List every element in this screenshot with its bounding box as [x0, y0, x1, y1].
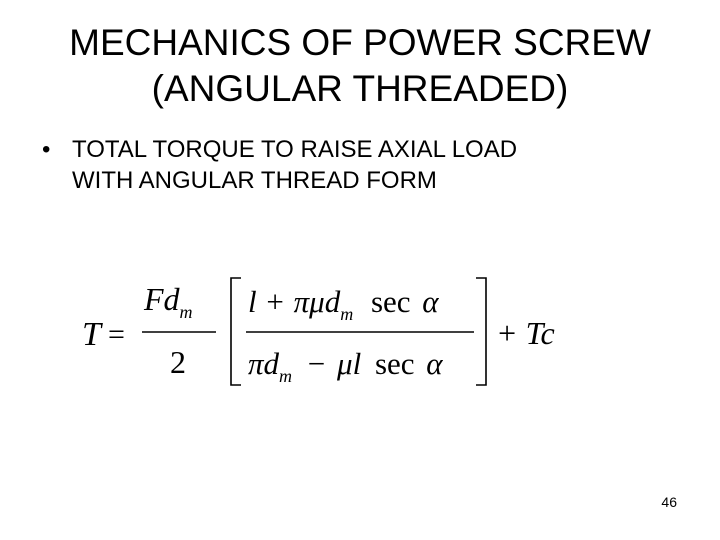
left-bracket: [230, 277, 241, 386]
bullet-dot: •: [42, 136, 51, 163]
frac1-numerator: Fdm: [143, 281, 193, 322]
bullet-line-2: WITH ANGULAR THREAD FORM: [72, 167, 437, 194]
page-number: 46: [661, 494, 677, 510]
frac1-denominator: 2: [170, 344, 186, 380]
slide-title: MECHANICS OF POWER SCREW (ANGULAR THREAD…: [0, 20, 720, 112]
formula-tail: + Tc: [496, 315, 555, 351]
formula-equals: =: [108, 318, 125, 351]
formula-lhs: T: [82, 316, 103, 353]
title-line-2: (ANGULAR THREADED): [151, 68, 569, 109]
right-bracket: [476, 277, 487, 386]
torque-formula: T = Fdm 2 l + πμdm sec α πdm − μl sec α …: [82, 277, 555, 389]
bullet-line-1: TOTAL TORQUE TO RAISE AXIAL LOAD: [72, 136, 518, 163]
frac2-numerator: l + πμdm sec α: [248, 284, 439, 327]
frac2-denominator: πdm − μl sec α: [248, 346, 443, 389]
title-line-1: MECHANICS OF POWER SCREW: [69, 22, 651, 63]
